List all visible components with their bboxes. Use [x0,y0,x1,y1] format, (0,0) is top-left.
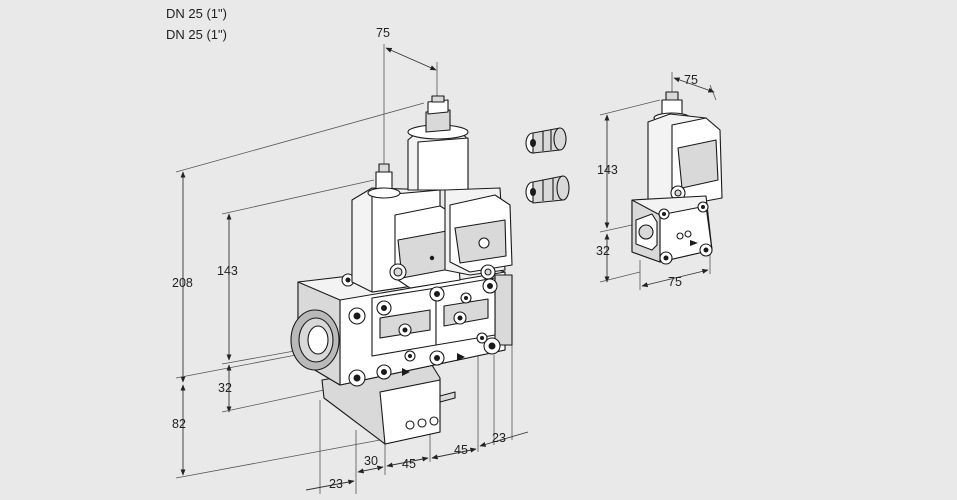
nominal-size-line-2: DN 25 (1") [166,27,227,42]
side-dim-actuator-height: 143 [597,163,618,177]
double-valve-assembly [290,95,570,445]
side-dim-bottom-width: 75 [668,275,682,289]
screws [341,273,501,387]
main-dimension-lines [175,44,529,494]
dim-offset-right: 23 [492,431,506,445]
side-view-dimension-lines [599,72,717,290]
cable-gland-lower [525,175,570,204]
dim-spacing-c: 45 [454,443,468,457]
single-valve-side-view [631,91,723,265]
nominal-size-line-1: DN 25 (1") [166,6,227,21]
cable-gland-upper [525,127,567,154]
dim-top-width: 75 [376,26,390,40]
dim-flange-height: 32 [218,381,232,395]
dim-offset-left: 23 [329,477,343,491]
dim-height-total: 208 [172,276,193,290]
dim-bottom-height: 82 [172,417,186,431]
dim-spacing-b: 45 [402,457,416,471]
dim-spacing-a: 30 [364,454,378,468]
side-dim-top-width: 75 [684,73,698,87]
side-dim-flange-height: 32 [596,244,610,258]
dim-height-actuator: 143 [217,264,238,278]
